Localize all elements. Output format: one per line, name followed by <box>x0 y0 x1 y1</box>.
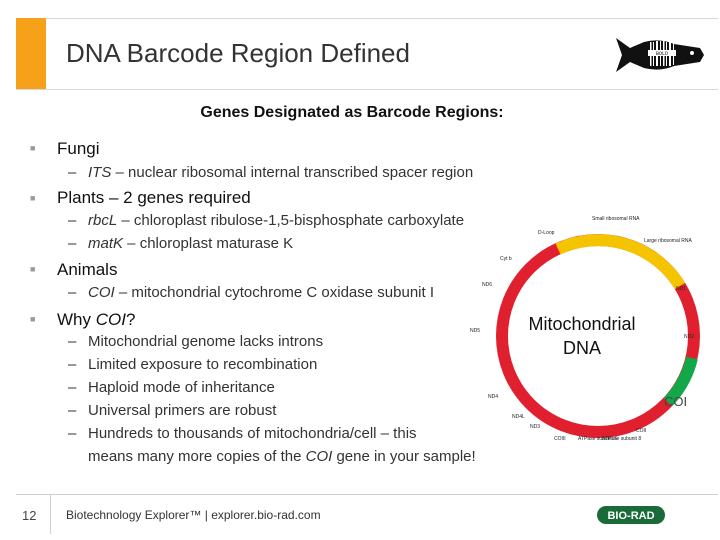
label-cyt-b: Cyt b <box>500 256 512 262</box>
reason-item: Mitochondrial genome lacks introns <box>88 333 324 350</box>
plants-rbcl: rbcL – chloroplast ribulose-1,5-bisphosp… <box>88 212 465 229</box>
label-coiii: COIII <box>554 436 566 442</box>
bullet-marker: ■ <box>30 143 36 153</box>
label-nd5: ND5 <box>470 328 480 334</box>
dash-marker: – <box>68 164 77 181</box>
fungi-its: ITS – nuclear ribosomal internal transcr… <box>88 164 474 181</box>
barcode-fish-logo: BOLD <box>616 38 704 72</box>
bullet-animals: Animals <box>57 260 118 279</box>
label-nd3: ND3 <box>530 424 540 430</box>
label-d-loop: D-Loop <box>538 230 555 236</box>
bullet-plants: Plants – 2 genes required <box>57 188 251 207</box>
label-coii: COII <box>636 428 646 434</box>
dash-marker: – <box>68 356 77 373</box>
dash-marker: – <box>68 284 77 301</box>
ribosomal-rna-arc <box>555 234 686 290</box>
plants-matk: matK – chloroplast maturase K <box>88 235 294 252</box>
dash-marker: – <box>68 379 77 396</box>
logo-caption: BOLD <box>656 51 668 57</box>
footer-separator <box>50 494 51 534</box>
label-large-rrna: Large ribosomal RNA <box>644 238 692 244</box>
bullet-marker: ■ <box>30 193 36 203</box>
dash-marker: – <box>68 425 77 442</box>
label-nd4: ND4 <box>488 394 498 400</box>
label-small-rrna: Small ribosomal RNA <box>592 216 640 222</box>
reason-item: Hundreds to thousands of mitochondria/ce… <box>88 425 417 442</box>
dash-marker: – <box>68 235 77 252</box>
footer-divider <box>16 494 718 495</box>
label-nd6: ND6 <box>482 282 492 288</box>
page-number: 12 <box>22 508 37 523</box>
bio-rad-logo: BIO-RAD <box>597 506 665 524</box>
label-coi: COI <box>664 394 687 409</box>
label-nd4l: ND4L <box>512 414 525 420</box>
label-atpase6: ATPase subunit 6 <box>578 436 617 442</box>
slide-title: DNA Barcode Region Defined <box>66 38 410 68</box>
label-nd2: ND2 <box>684 334 694 340</box>
dash-marker: – <box>68 402 77 419</box>
animals-coi: COI – mitochondrial cytochrome C oxidase… <box>88 284 434 301</box>
mitochondrial-genome-diagram: Small ribosomal RNA Large ribosomal RNA … <box>470 216 700 442</box>
label-atpase8: ATPase subunit 8 <box>602 436 641 442</box>
title-frame <box>16 18 718 90</box>
bullet-marker: ■ <box>30 314 36 324</box>
reason-item: Universal primers are robust <box>88 402 277 419</box>
reason-item: Haploid mode of inheritance <box>88 379 275 396</box>
title-accent-bar <box>16 18 46 89</box>
label-nd1: ND1 <box>676 286 686 292</box>
reason-item: Limited exposure to recombination <box>88 356 318 373</box>
coi-arc <box>663 356 698 407</box>
dash-marker: – <box>68 333 77 350</box>
bullet-why-coi: Why COI? <box>57 310 136 329</box>
dash-marker: – <box>68 212 77 229</box>
svg-text:BIO-RAD: BIO-RAD <box>607 510 654 522</box>
subheading: Genes Designated as Barcode Regions: <box>200 104 504 121</box>
footer-text: Biotechnology Explorer™ | explorer.bio-r… <box>66 508 321 522</box>
reason-continuation: means many more copies of the COI gene i… <box>88 448 476 465</box>
bullet-fungi: Fungi <box>57 139 100 158</box>
bullet-marker: ■ <box>30 264 36 274</box>
